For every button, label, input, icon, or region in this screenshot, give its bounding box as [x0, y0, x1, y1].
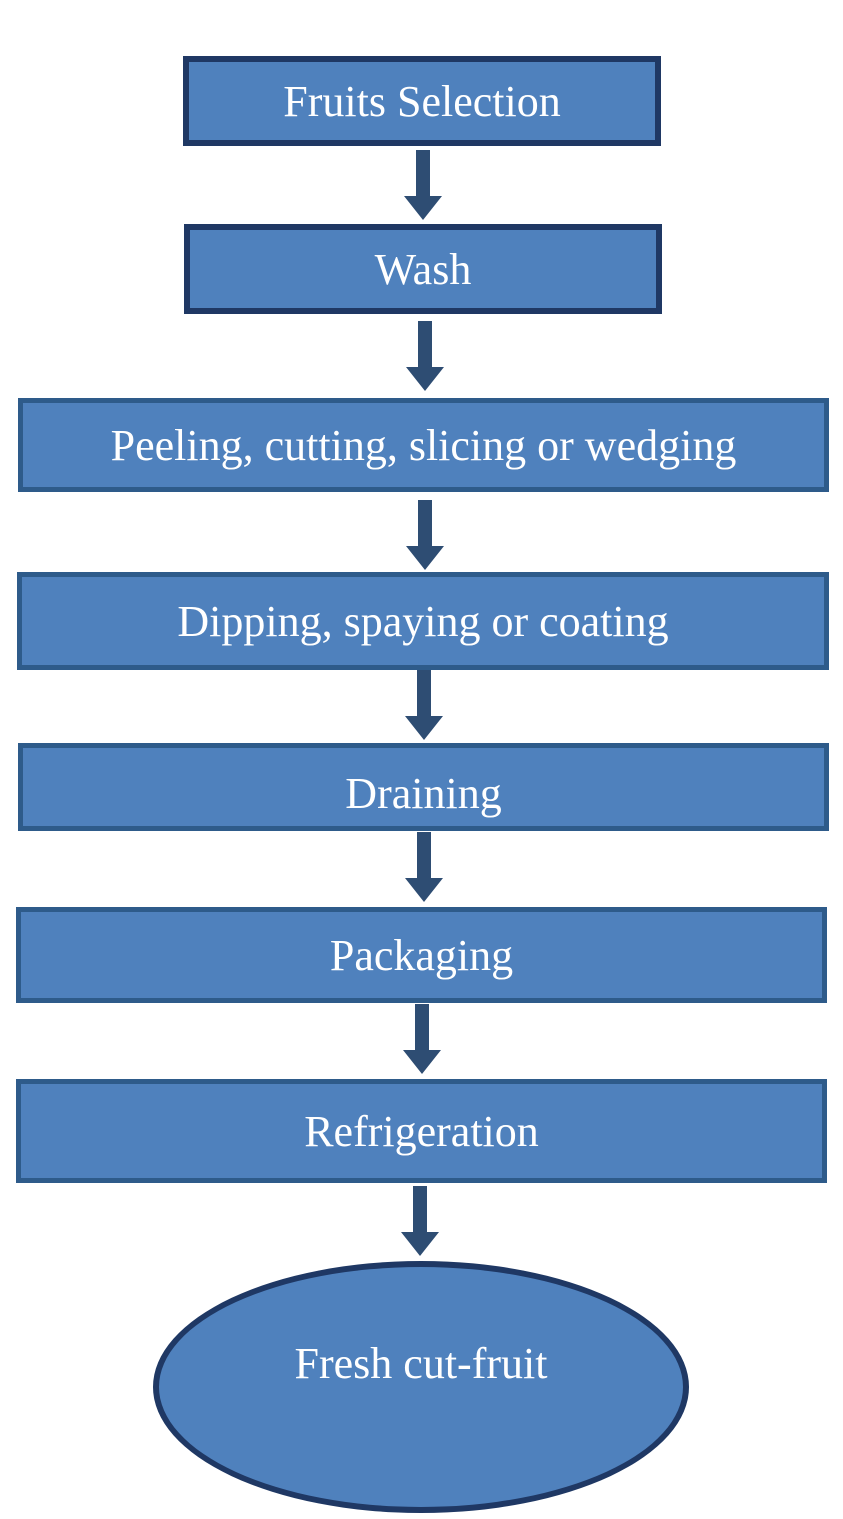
- arrow-down-icon: [403, 1004, 441, 1074]
- step-peeling-cutting: Peeling, cutting, slicing or wedging: [18, 398, 829, 492]
- step-label: Fruits Selection: [283, 76, 561, 126]
- step-label: Draining: [345, 768, 502, 818]
- arrow-down-icon: [405, 832, 443, 902]
- step-label: Refrigeration: [304, 1106, 539, 1156]
- arrow-down-icon: [406, 321, 444, 391]
- step-refrigeration: Refrigeration: [16, 1079, 827, 1183]
- step-dipping-spraying: Dipping, spaying or coating: [17, 572, 829, 670]
- step-label: Peeling, cutting, slicing or wedging: [110, 420, 737, 470]
- step-packaging: Packaging: [16, 907, 827, 1003]
- arrow-down-icon: [405, 670, 443, 740]
- step-label: Wash: [374, 244, 472, 294]
- arrow-down-icon: [401, 1186, 439, 1256]
- result-label: Fresh cut-fruit: [294, 1338, 548, 1388]
- arrow-down-icon: [404, 150, 442, 220]
- step-wash: Wash: [184, 224, 662, 314]
- step-draining: Draining: [18, 743, 829, 831]
- step-fruits-selection: Fruits Selection: [183, 56, 661, 146]
- result-fresh-cut-fruit: Fresh cut-fruit: [153, 1261, 689, 1513]
- arrow-down-icon: [406, 500, 444, 570]
- step-label: Packaging: [329, 930, 514, 980]
- step-label: Dipping, spaying or coating: [177, 596, 669, 646]
